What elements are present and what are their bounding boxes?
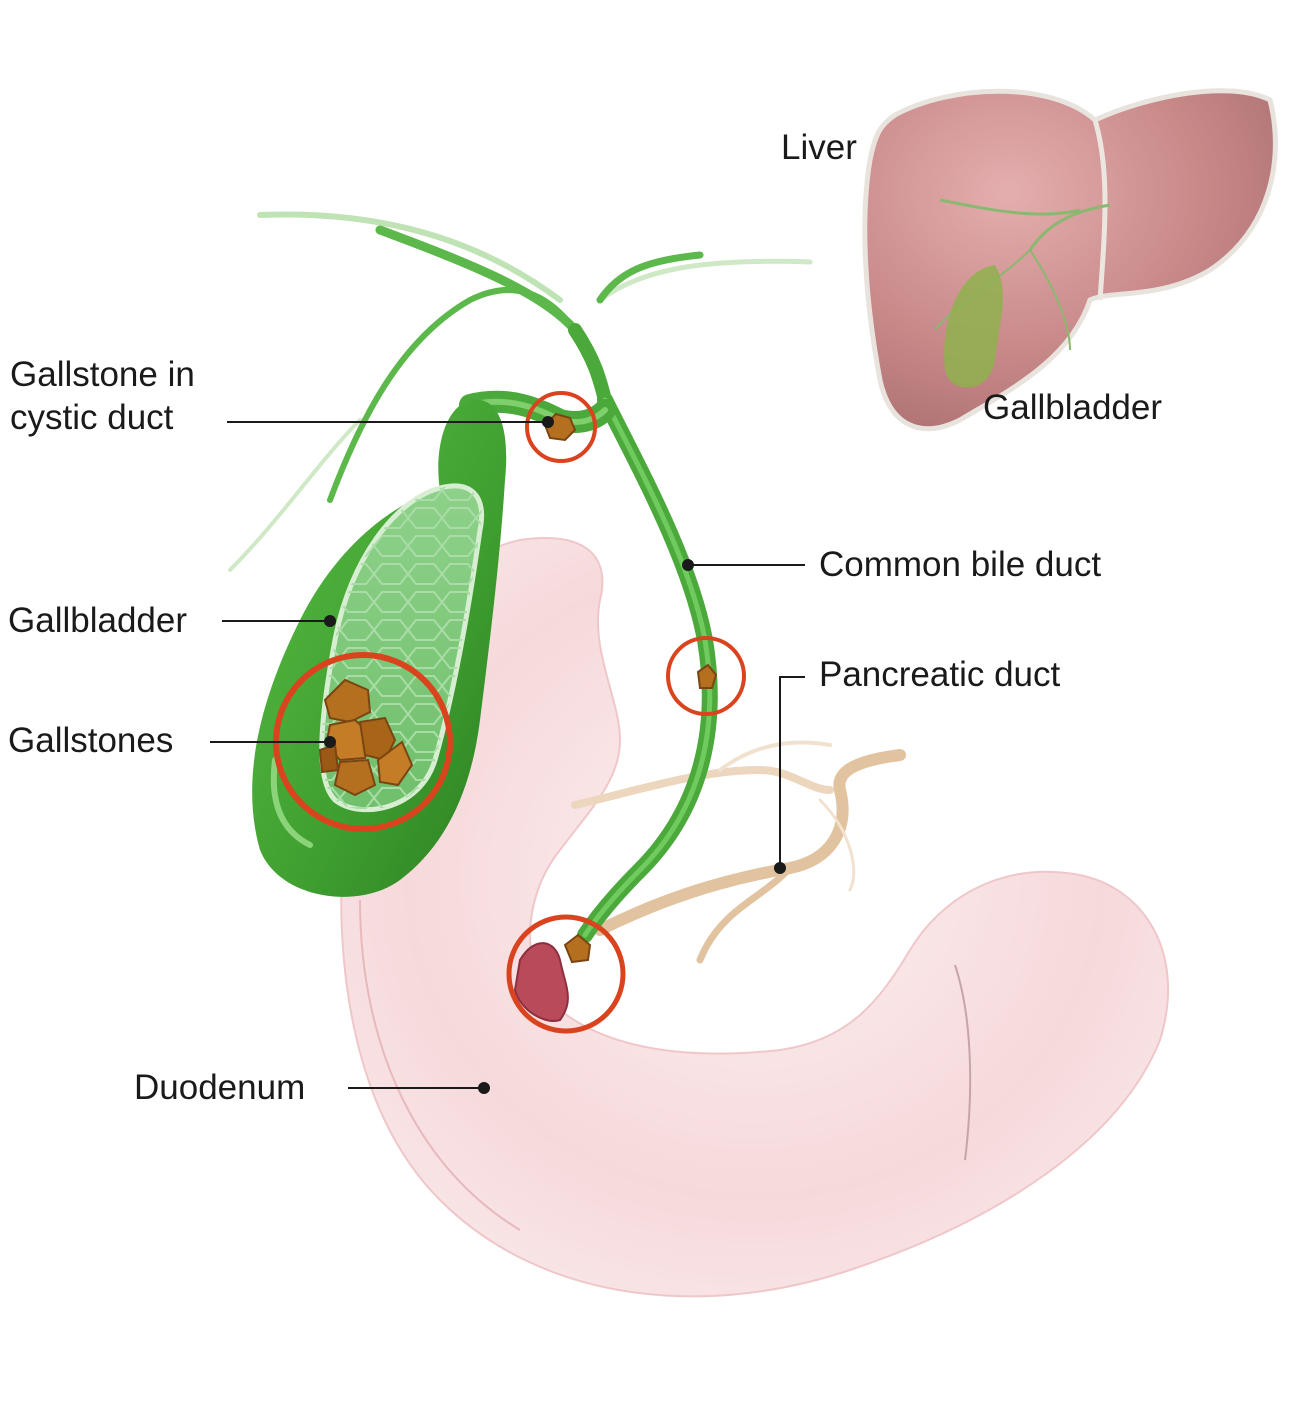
stone-common-bile-duct xyxy=(696,663,718,689)
duodenum-shape xyxy=(340,537,1169,1298)
label-gallstones: Gallstones xyxy=(8,721,174,760)
label-gallstone-cystic-line2: cystic duct xyxy=(10,398,174,437)
ampulla-opening xyxy=(513,942,569,1022)
liver-inset xyxy=(862,88,1278,432)
highlight-ring-ampulla xyxy=(506,914,626,1034)
label-common-bile-duct: Common bile duct xyxy=(819,545,1102,584)
label-pancreatic-duct: Pancreatic duct xyxy=(819,655,1061,694)
highlight-ring-cystic-duct xyxy=(525,391,597,463)
bile-duct-system xyxy=(327,225,718,943)
bile-branches-faint xyxy=(228,211,813,572)
label-duodenum: Duodenum xyxy=(134,1068,306,1107)
label-gallbladder-inset: Gallbladder xyxy=(983,388,1162,427)
label-gallbladder: Gallbladder xyxy=(8,601,187,640)
label-gallstone-cystic-duct: Gallstone in cystic duct xyxy=(10,353,195,439)
label-liver: Liver xyxy=(781,128,857,167)
highlight-ring-common-bile-duct xyxy=(666,636,746,716)
pancreatic-duct-shape xyxy=(571,740,906,964)
stone-ampulla xyxy=(563,933,592,964)
leader-lines xyxy=(210,416,805,1094)
label-gallstone-cystic-line1: Gallstone in xyxy=(10,355,195,394)
gallstones-cluster xyxy=(318,678,414,797)
